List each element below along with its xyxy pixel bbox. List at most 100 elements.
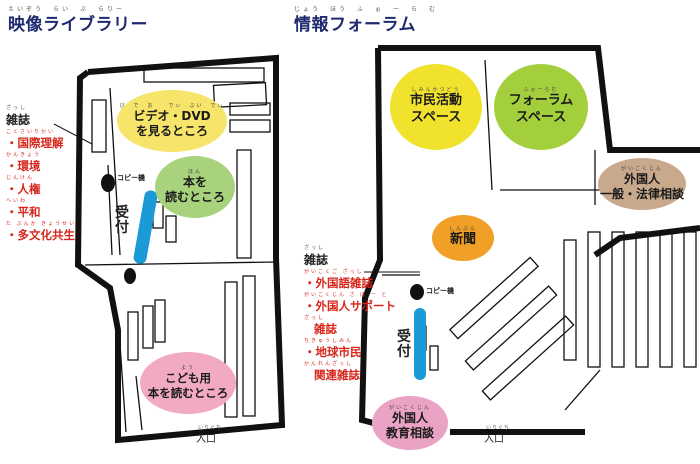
left-reception-label: 受 付 (114, 205, 130, 237)
right-shelf (683, 231, 697, 368)
left-shelf (142, 305, 154, 349)
left-entrance-ruby: いりぐち (198, 425, 223, 431)
right-shelf (635, 231, 649, 368)
reception-char: 受 (115, 205, 129, 221)
legend-item-ruby: こくさいりかい (6, 129, 56, 135)
foreign-education-consultation: がいこくじん 外国人 教育相談 (372, 396, 448, 450)
right-shelf (611, 231, 625, 368)
video-area-ruby: び で お でぃ ぶい でぃ (119, 102, 225, 109)
left-magazine-legend: ざっし 雑誌 こくさいりかい ・国際理解 かんきょう ・環境 じんけん ・人権 … (6, 104, 76, 243)
right-entrance-label: 入口 (484, 434, 504, 445)
left-shelf (224, 281, 238, 418)
forum-space-label-2: スペース (515, 109, 567, 125)
civic-space-label: 市民活動 (409, 93, 462, 109)
legend-item-ruby: ちきゅうしみん (304, 338, 354, 344)
right-shelf (659, 231, 673, 368)
left-copier-marker (101, 174, 115, 192)
left-entrance-label: 入口 (196, 434, 216, 445)
forum-space-label: フォーラム (508, 93, 574, 109)
civic-space-ruby: しみんかつどう (411, 87, 461, 94)
right-copier-label: コピー機 (426, 287, 454, 295)
left-shelf (229, 119, 271, 133)
left-outer-wall (74, 54, 286, 444)
kids-area-ruby: よう (180, 365, 195, 372)
right-entrance-ruby: いりぐち (486, 425, 511, 431)
left-shelf (127, 311, 139, 361)
reading-area-ruby: ほん (187, 168, 202, 175)
right-magazine-legend: ざっし 雑誌 がいこくご ざっし ・外国語雑誌 がいこくじん さ ぽ ー と ・… (304, 244, 396, 383)
left-shelf (165, 215, 177, 243)
reading-area-label-2: 読むところ (164, 189, 225, 204)
legend-item: ・平和 (6, 205, 41, 219)
legend-item-ruby: た ぶんか きょうせい (6, 221, 77, 227)
legend-item-ruby: じんけん (6, 175, 35, 181)
foreign-consult-label: 外国人 (623, 171, 660, 186)
legend-item-ruby: がいこくじん さ ぽ ー と (304, 292, 389, 298)
newspaper-ruby: しんぶん (448, 226, 477, 233)
left-legend-leader (53, 123, 93, 145)
right-shelf (481, 315, 575, 401)
right-shelf (448, 256, 540, 340)
legend-item-ruby: がいこくご ざっし (304, 269, 364, 275)
left-shelf (229, 102, 271, 116)
right-title: 情報フォーラム (294, 15, 416, 35)
left-reception-counter (133, 190, 158, 264)
legend-item-ruby: かんきょう (6, 152, 42, 158)
right-shelf (429, 345, 439, 371)
edu-consult-label-2: 教育相談 (385, 425, 434, 440)
left-shelf (236, 149, 252, 259)
legend-head-ruby: ざっし (304, 245, 326, 251)
reading-area: ほん 本を 読むところ (155, 156, 235, 218)
kids-reading-area: よう こども用 本を読むところ (140, 352, 236, 414)
legend-item: ・地球市民 (304, 345, 362, 359)
legend-head: 雑誌 (304, 253, 329, 267)
edu-consult-ruby: がいこくじん (388, 404, 431, 411)
legend-item: ・外国人サポート (304, 299, 396, 313)
left-copier-marker-2 (124, 268, 136, 284)
left-shelf (143, 67, 265, 83)
foreign-consult-label-2: 一般・法律相談 (599, 186, 684, 201)
newspaper-label: 新聞 (449, 232, 476, 248)
foreign-resident-consultation: がいこくじん 外国人 一般・法律相談 (598, 158, 686, 210)
kids-area-label: こども用 (165, 371, 211, 386)
legend-item-ruby: かんれんざっし (304, 361, 354, 367)
kids-area-label-2: 本を読むところ (147, 385, 229, 400)
left-copier-label: コピー機 (117, 174, 145, 182)
edu-consult-label: 外国人 (391, 410, 428, 425)
legend-item-ruby: へいわ (6, 198, 28, 204)
legend-item: 関連雑誌 (314, 368, 360, 382)
legend-item: ・多文化共生 (6, 228, 75, 242)
left-title-ruby: えいぞう らい ぶ らりー (8, 6, 126, 13)
legend-item: ・国際理解 (6, 136, 64, 150)
civic-activity-space: しみんかつどう 市民活動 スペース (390, 64, 482, 150)
forum-space: ふぉーらむ フォーラム スペース (494, 64, 588, 150)
video-dvd-area: び で お でぃ ぶい でぃ ビデオ・DVD を見るところ (117, 90, 227, 152)
legend-item: 雑誌 (314, 322, 337, 336)
right-outer-wall-4 (593, 225, 700, 258)
left-shelf (154, 299, 166, 343)
legend-item-ruby: ざっし (304, 315, 326, 321)
newspaper-area: しんぶん 新聞 (432, 215, 494, 261)
reception-char: 付 (397, 344, 411, 361)
reading-area-label: 本を (182, 174, 207, 189)
video-area-label: ビデオ・DVD (133, 108, 211, 123)
right-copier-marker (410, 284, 424, 300)
left-title: 映像ライブラリー (8, 15, 148, 35)
legend-head-ruby: ざっし (6, 105, 28, 111)
right-shelf (464, 285, 558, 371)
reception-char: 付 (115, 220, 129, 237)
legend-item: ・外国語雑誌 (304, 276, 373, 290)
reception-char: 受 (397, 329, 411, 345)
legend-item: ・環境 (6, 159, 41, 173)
right-shelf (587, 231, 601, 368)
video-area-label-2: を見るところ (135, 123, 208, 138)
legend-item: ・人権 (6, 182, 41, 196)
forum-space-ruby: ふぉーらむ (523, 87, 559, 94)
right-title-ruby: じょう ほう ふ ぉ ー ら む (294, 6, 439, 13)
right-outer-wall (378, 45, 700, 153)
foreign-consult-ruby: がいこくじん (620, 165, 663, 172)
left-shelf (91, 99, 107, 153)
right-reception-label: 受 付 (396, 329, 412, 361)
right-reception-counter (414, 308, 426, 380)
